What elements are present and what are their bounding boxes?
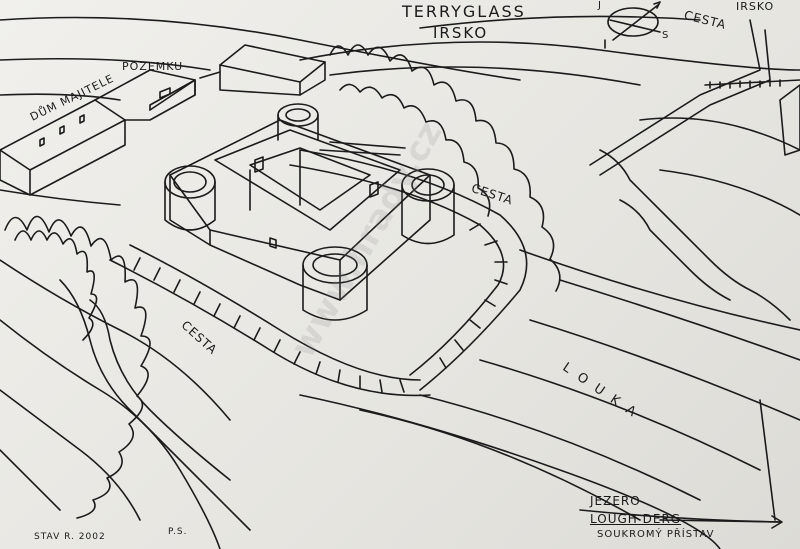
country-label: IRSKO: [433, 24, 489, 42]
tree-row-left: [4, 215, 251, 531]
ramp-hatching: [133, 223, 508, 393]
footer-initials: P.S.: [168, 527, 188, 537]
lake-name-label: LOUGH DERG: [590, 512, 682, 526]
compass-north-label: S: [662, 30, 670, 41]
footer-state: STAV R. 2002: [34, 532, 106, 542]
drawing-title: TERRYGLASS: [402, 2, 526, 21]
barn: [219, 44, 326, 96]
harbour-label: SOUKROMÝ PŘÍSTAV: [597, 529, 715, 540]
compass-icon: [604, 1, 661, 49]
roads: [109, 19, 781, 523]
harbour-arrow: [659, 515, 783, 529]
tree-row-right: [329, 44, 791, 321]
castle: [164, 103, 455, 321]
lake-label: JEZERO: [590, 494, 641, 508]
land-label: POZEMKU: [122, 60, 184, 73]
small-building-right: [779, 84, 800, 156]
top-right-label: IRSKO: [736, 0, 775, 13]
fence: [199, 71, 800, 89]
owner-house: [0, 69, 196, 196]
compass-south-label: J: [598, 0, 602, 11]
